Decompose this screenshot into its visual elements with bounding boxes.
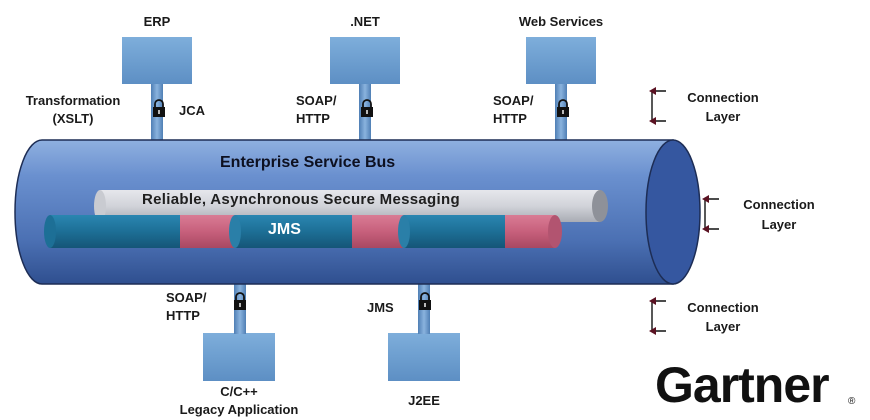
web-services-label: Web Services <box>518 14 604 29</box>
bracket-arrow-icon <box>648 86 667 126</box>
j2ee-label: J2EE <box>408 393 440 408</box>
j2ee-box <box>388 333 460 381</box>
connection-layer-label: Layer <box>705 109 741 124</box>
jca-label: JCA <box>179 103 206 118</box>
messaging-label: Reliable, Asynchronous Secure Messaging <box>142 191 460 208</box>
bus-end-cap <box>645 139 701 285</box>
connection-layer-label: Connection <box>687 90 759 105</box>
web-services-box <box>526 37 596 84</box>
cpp-legacy-box <box>203 333 275 381</box>
connection-layer-label: Layer <box>705 319 741 334</box>
erp-box <box>122 37 192 84</box>
soap-label: SOAP/ <box>493 93 534 108</box>
http-label: HTTP <box>166 308 200 323</box>
soap-label: SOAP/ <box>166 290 207 305</box>
cpp-label: C/C++ <box>220 384 258 399</box>
transformation-label: Transformation <box>25 93 121 108</box>
jms-segment <box>180 215 235 248</box>
bracket-arrow-icon <box>701 194 720 234</box>
bus-title: Enterprise Service Bus <box>220 154 396 171</box>
connection-layer-label: Layer <box>761 217 797 232</box>
http-label: HTTP <box>296 111 330 126</box>
legacy-application-label: Legacy Application <box>179 402 299 417</box>
xslt-label: (XSLT) <box>52 111 94 126</box>
jms-pipe-label: JMS <box>268 221 301 238</box>
bracket-arrow-icon <box>648 296 667 336</box>
connection-layer-label: Connection <box>743 197 815 212</box>
dotnet-box <box>330 37 400 84</box>
jms-segment <box>352 215 404 248</box>
gartner-logo: Gartner <box>655 357 830 413</box>
erp-label: ERP <box>143 14 171 29</box>
jms-segment <box>505 215 555 248</box>
http-label: HTTP <box>493 111 527 126</box>
soap-label: SOAP/ <box>296 93 337 108</box>
registered-mark: ® <box>848 396 856 407</box>
dotnet-label: .NET <box>350 14 380 29</box>
jms-pipe <box>44 215 562 248</box>
connection-layer-label: Connection <box>687 300 759 315</box>
jms-label: JMS <box>367 300 394 315</box>
